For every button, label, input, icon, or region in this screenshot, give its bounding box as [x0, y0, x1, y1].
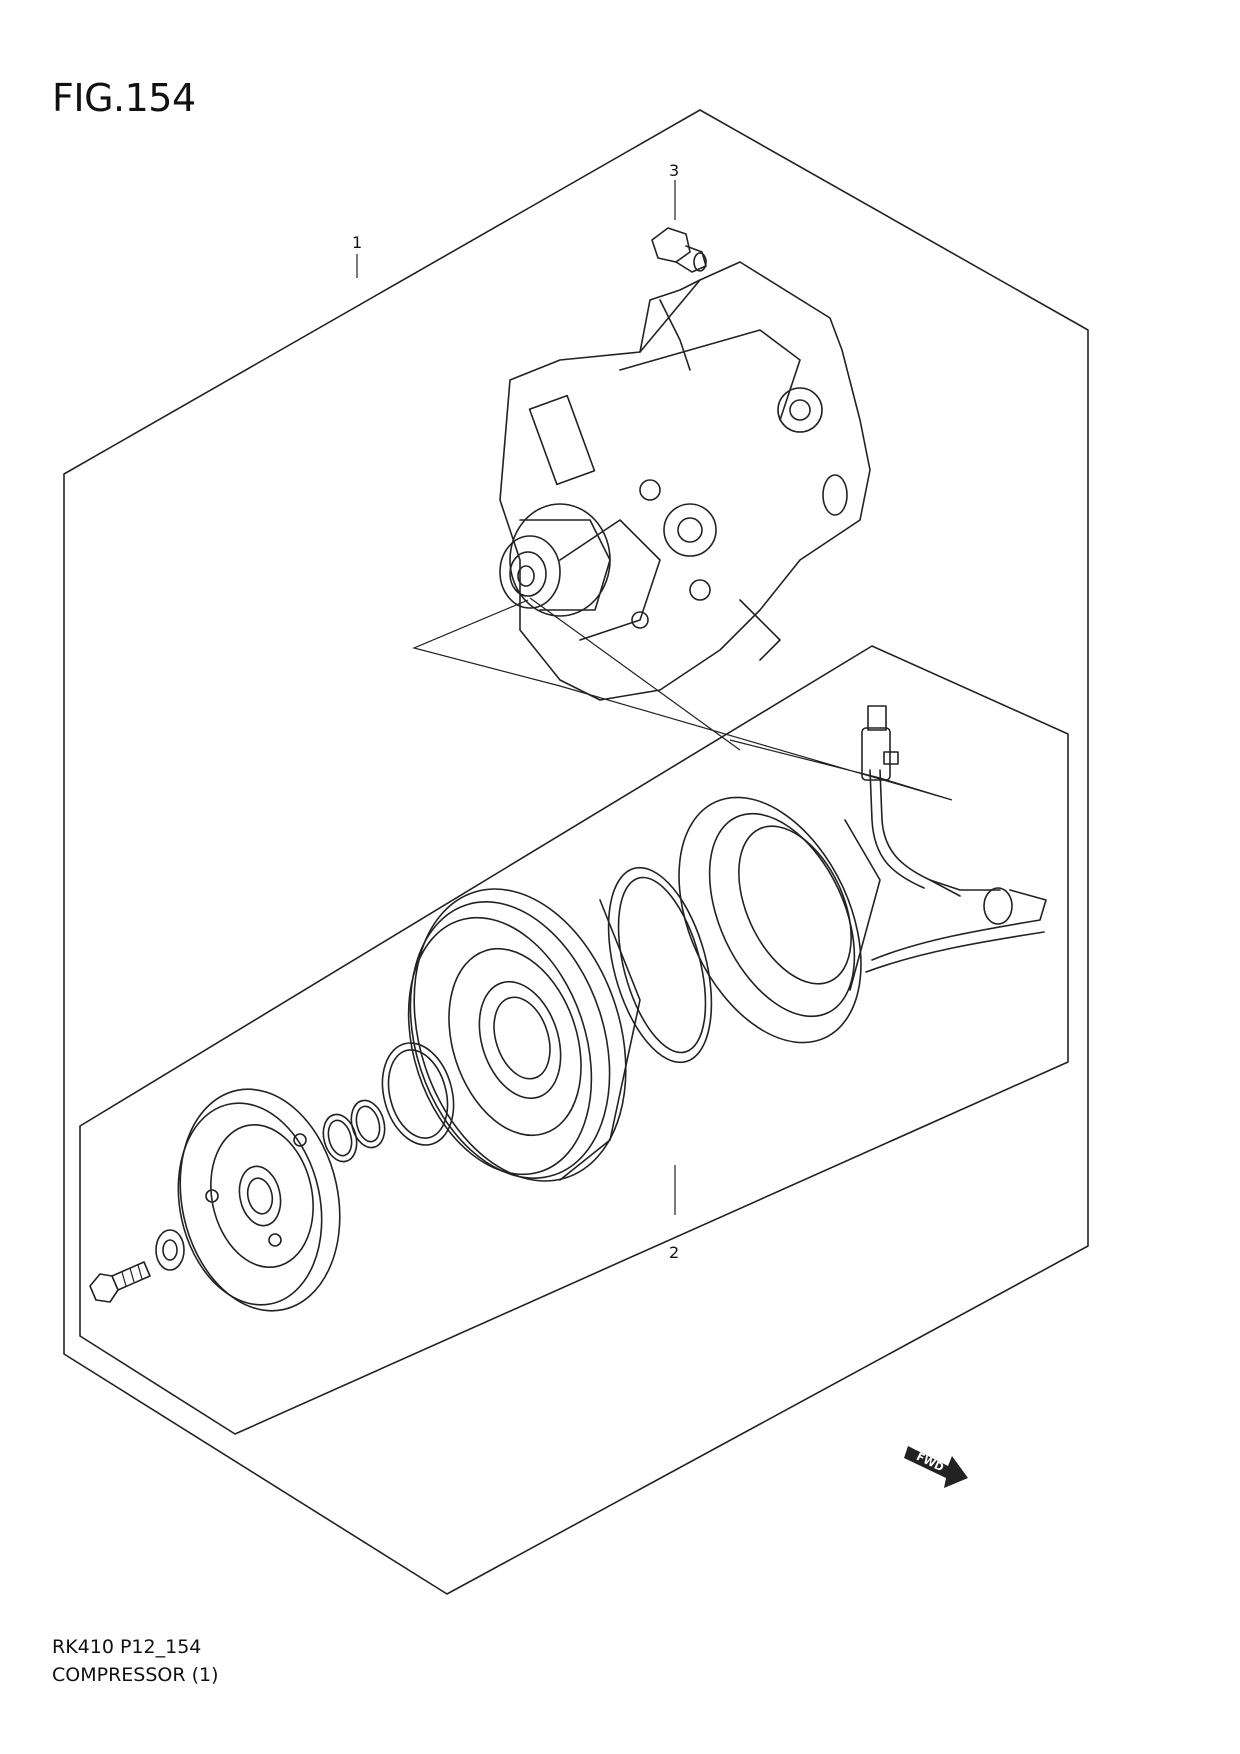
washer-part — [155, 1229, 185, 1271]
forward-direction-label: FWD — [914, 1450, 946, 1474]
compressor-body-part — [499, 261, 871, 701]
callout-3: 3 — [669, 161, 679, 180]
snap-ring-large-part — [607, 866, 713, 1064]
callout-1: 1 — [352, 233, 362, 252]
shim-washers-part — [322, 1099, 386, 1163]
clutch-coil-part — [678, 705, 1047, 1044]
shaft-axis-line-2 — [529, 597, 741, 751]
bolt-part — [89, 1261, 151, 1303]
snap-ring-small-part — [381, 1042, 455, 1146]
shaft-axis-line — [412, 599, 953, 801]
model-code: RK410 P12_154 — [52, 1636, 202, 1658]
armature-plate-part — [177, 1088, 341, 1312]
pulley-part — [407, 888, 641, 1182]
outer-assembly-frame — [63, 109, 1089, 1595]
clutch-group-frame — [79, 645, 1069, 1435]
figure-title: FIG.154 — [52, 76, 196, 120]
diagram-caption: COMPRESSOR (1) — [52, 1664, 219, 1686]
relief-valve-plug-part — [651, 227, 707, 273]
callout-2: 2 — [669, 1243, 679, 1262]
forward-direction-arrow-icon: FWD — [904, 1446, 968, 1488]
